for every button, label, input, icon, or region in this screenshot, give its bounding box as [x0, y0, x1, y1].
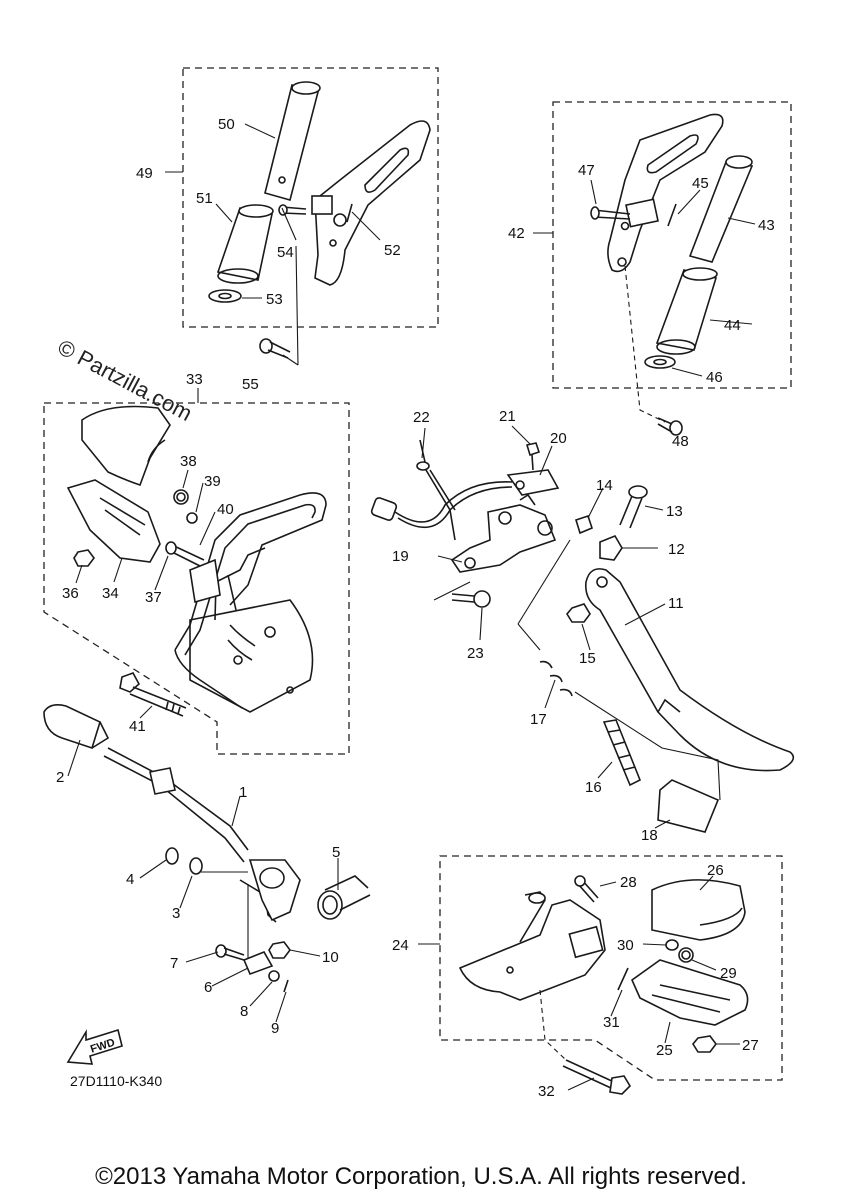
- callout-label: 19: [392, 548, 409, 565]
- assembly-42: [533, 101, 792, 423]
- callout-label: 13: [666, 503, 683, 520]
- callout-label: 52: [384, 242, 401, 259]
- callout-label: 12: [668, 541, 685, 558]
- callout-label: 4: [126, 871, 134, 888]
- callout-label: 34: [102, 585, 119, 602]
- callout-label: 32: [538, 1083, 555, 1100]
- callout-label: 1: [239, 784, 247, 801]
- assembly-49: [165, 67, 439, 366]
- callout-label: 26: [707, 862, 724, 879]
- callout-label: 37: [145, 589, 162, 606]
- assembly-24: [418, 855, 783, 1081]
- copyright-notice: ©2013 Yamaha Motor Corporation, U.S.A. A…: [95, 1163, 747, 1190]
- callout-label: 49: [136, 165, 153, 182]
- callout-label: 40: [217, 501, 234, 518]
- callout-label: 33: [186, 371, 203, 388]
- callout-label: 15: [579, 650, 596, 667]
- callout-label: 25: [656, 1042, 673, 1059]
- callout-label: 47: [578, 162, 595, 179]
- callout-label: 8: [240, 1003, 248, 1020]
- callout-label: 24: [392, 937, 409, 954]
- bolt-32: [539, 989, 632, 1095]
- callout-label: 22: [413, 409, 430, 426]
- callout-label: 7: [170, 955, 178, 972]
- callout-label: 14: [596, 477, 613, 494]
- callout-label: 45: [692, 175, 709, 192]
- callout-label: 46: [706, 369, 723, 386]
- callout-label: 17: [530, 711, 547, 728]
- pedal-assembly: [43, 704, 371, 1023]
- callout-label: 51: [196, 190, 213, 207]
- callout-label: 38: [180, 453, 197, 470]
- callout-label: 16: [585, 779, 602, 796]
- callout-label: 28: [620, 874, 637, 891]
- callout-label: 55: [242, 376, 259, 393]
- sidestand-assembly: [370, 425, 795, 833]
- bolt-55: [259, 338, 291, 359]
- callout-label: 2: [56, 769, 64, 786]
- fwd-arrow-icon: FWD: [66, 1028, 123, 1065]
- callout-label: 50: [218, 116, 235, 133]
- callout-label: 44: [724, 317, 741, 334]
- callout-label: 48: [672, 433, 689, 450]
- bolt-48: [657, 417, 683, 436]
- callout-label: 30: [617, 937, 634, 954]
- callout-label: 29: [720, 965, 737, 982]
- callout-label: 11: [668, 595, 684, 612]
- callout-label: 18: [641, 827, 658, 844]
- callout-label: 5: [332, 844, 340, 861]
- bolt-41: [119, 672, 187, 719]
- assembly-33: [43, 388, 350, 755]
- callout-label: 39: [204, 473, 221, 490]
- callout-label: 20: [550, 430, 567, 447]
- callout-label: 53: [266, 291, 283, 308]
- callout-label: 23: [467, 645, 484, 662]
- callout-labels: 1 2 3 4 5 6 7 8 9 10 11 12 13 14 15 16 1…: [56, 116, 775, 1100]
- callout-label: 21: [499, 408, 516, 425]
- callout-label: 3: [172, 905, 180, 922]
- callout-label: 10: [322, 949, 339, 966]
- callout-label: 54: [277, 244, 294, 261]
- callout-label: 6: [204, 979, 212, 996]
- diagram-code: 27D1110-K340: [70, 1073, 162, 1089]
- callout-label: 43: [758, 217, 775, 234]
- callout-label: 9: [271, 1020, 279, 1037]
- callout-label: 31: [603, 1014, 620, 1031]
- callout-label: 27: [742, 1037, 759, 1054]
- callout-label: 36: [62, 585, 79, 602]
- callout-label: 41: [129, 718, 146, 735]
- callout-label: 42: [508, 225, 525, 242]
